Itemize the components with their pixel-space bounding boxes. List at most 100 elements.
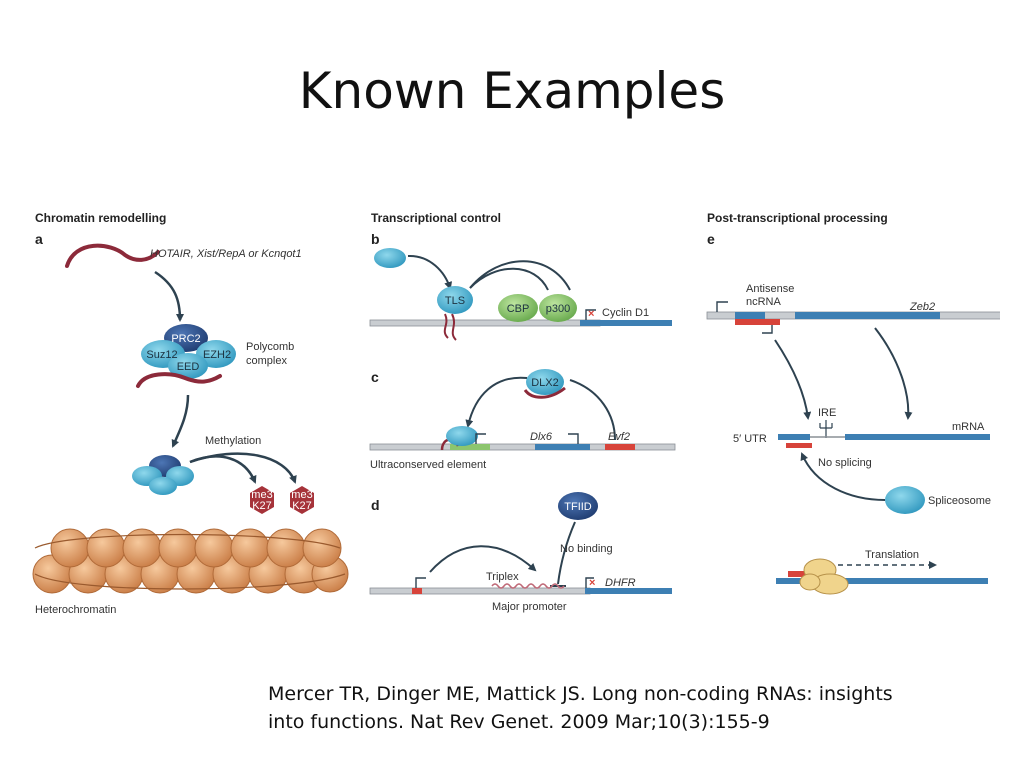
lncrna-strand <box>65 243 160 268</box>
label-heterochromatin: Heterochromatin <box>35 604 116 616</box>
exon-e <box>735 312 765 319</box>
arrow-a4 <box>189 452 297 484</box>
label-polycomb-2: complex <box>246 355 287 367</box>
citation-line-1: Mercer TR, Dinger ME, Mattick JS. Long n… <box>268 683 893 705</box>
panel-letter-e: e <box>707 231 715 247</box>
lncrna-bound <box>136 372 222 388</box>
arrow-c1 <box>465 376 528 428</box>
panel-letter-a: a <box>35 231 43 247</box>
panel-e: Post-transcriptional processing e Antise… <box>706 211 1000 595</box>
label-mrna: mRNA <box>952 421 985 433</box>
gene-dhfr <box>585 588 672 594</box>
label-ezh2: EZH2 <box>203 349 231 361</box>
label-antisense-2: ncRNA <box>746 296 782 308</box>
label-prc2: PRC2 <box>171 333 200 345</box>
panel-letter-d: d <box>371 497 380 513</box>
promoter-arrow-c <box>475 433 486 444</box>
marker-d <box>412 588 422 594</box>
label-zeb2: Zeb2 <box>909 301 935 313</box>
dna-d <box>369 587 591 595</box>
ultraconserved-element <box>450 444 490 450</box>
label-ire: IRE <box>818 407 836 419</box>
label-dlx6: Dlx6 <box>530 431 553 443</box>
section-title-transcriptional: Transcriptional control <box>371 211 501 225</box>
gene-dlx6 <box>535 444 590 450</box>
complex-blue-3 <box>149 477 177 495</box>
arrow-e3 <box>800 452 886 501</box>
citation: Mercer TR, Dinger ME, Mattick JS. Long n… <box>268 680 988 736</box>
label-spliceosome: Spliceosome <box>928 495 991 507</box>
svg-text:K27: K27 <box>252 500 272 512</box>
spliceosome <box>885 486 925 514</box>
dlx2-protein <box>526 369 564 395</box>
label-triplex: Triplex <box>486 571 519 583</box>
label-eed: EED <box>177 361 200 373</box>
arrow-a2 <box>171 394 190 448</box>
svg-text:me3: me3 <box>291 489 312 501</box>
section-title-post-transcriptional: Post-transcriptional processing <box>707 211 888 225</box>
cbp-protein <box>498 294 538 322</box>
svg-text:me3: me3 <box>251 489 272 501</box>
dlx2-bound <box>446 426 478 446</box>
label-no-splicing: No splicing <box>818 457 872 469</box>
inhibit-d <box>557 521 576 585</box>
antisense-bound <box>786 443 812 448</box>
arrow-b1 <box>407 254 453 290</box>
panel-letter-b: b <box>371 231 380 247</box>
arrow-d1 <box>429 545 537 573</box>
label-tfiid: TFIID <box>564 501 592 513</box>
label-antisense-1: Antisense <box>746 283 794 295</box>
promoter-arrow-d1 <box>415 577 426 588</box>
label-5-utr: 5′ UTR <box>733 433 767 445</box>
panel-b: Transcriptional control b TLS CBP p300 ×… <box>369 211 672 341</box>
panel-d: d TFIID No binding Triplex × DHFR Major … <box>369 492 672 613</box>
promoter-arrow-d2 <box>585 577 594 588</box>
block-mark-b: × <box>588 308 594 320</box>
gene-evf2 <box>605 444 635 450</box>
lncrna-figure: Chromatin remodelling a HOTAIR, Xist/Rep… <box>32 211 1000 616</box>
section-title-chromatin: Chromatin remodelling <box>35 211 166 225</box>
gene-zeb2 <box>795 312 940 319</box>
antisense-translation <box>788 571 810 577</box>
rna-b <box>443 313 457 341</box>
promoter-arrow-c2 <box>568 433 579 444</box>
block-mark-d: × <box>589 577 595 589</box>
slide-title: Known Examples <box>298 62 726 120</box>
utr-region <box>778 434 810 440</box>
tls-free <box>374 248 406 268</box>
arrow-b3 <box>469 260 571 291</box>
antisense-rna <box>735 319 780 325</box>
mrna-translation <box>776 578 988 584</box>
rna-names: HOTAIR, Xist/RepA or Kcnqot1 <box>150 248 302 260</box>
dna-b <box>369 319 601 327</box>
mrna-strand <box>845 434 990 440</box>
label-suz12: Suz12 <box>146 349 177 361</box>
label-dlx2: DLX2 <box>531 377 559 389</box>
eed-protein <box>168 353 208 379</box>
tls-protein <box>437 286 473 314</box>
ire-symbol <box>819 420 833 438</box>
panel-c: c DLX2 Dlx6 Evf2 Ultraconserved element <box>369 369 676 471</box>
label-tls: TLS <box>445 295 465 307</box>
ribosome <box>799 558 849 595</box>
histone-mark-2: me3 K27 <box>290 486 314 514</box>
gene-cyclin-d1 <box>580 320 672 326</box>
label-evf2: Evf2 <box>608 431 630 443</box>
histone-mark-1: me3 K27 <box>250 486 274 514</box>
label-translation: Translation <box>865 549 919 561</box>
label-cbp: CBP <box>507 303 530 315</box>
label-polycomb-1: Polycomb <box>246 341 294 353</box>
promoter-arrow-e1 <box>716 301 728 312</box>
arrow-c2 <box>569 379 616 441</box>
label-dhfr: DHFR <box>605 577 636 589</box>
p300-protein <box>539 294 577 322</box>
tfiid-protein <box>558 492 598 520</box>
triplex-wave <box>491 583 565 589</box>
label-cyclin-d1: Cyclin D1 <box>602 307 649 319</box>
citation-line-2: into functions. Nat Rev Genet. 2009 Mar;… <box>268 711 770 733</box>
svg-text:K27: K27 <box>292 500 312 512</box>
label-methylation: Methylation <box>205 435 261 447</box>
arrow-a3 <box>189 455 257 484</box>
label-major-promoter: Major promoter <box>492 601 567 613</box>
label-no-binding: No binding <box>560 543 613 555</box>
